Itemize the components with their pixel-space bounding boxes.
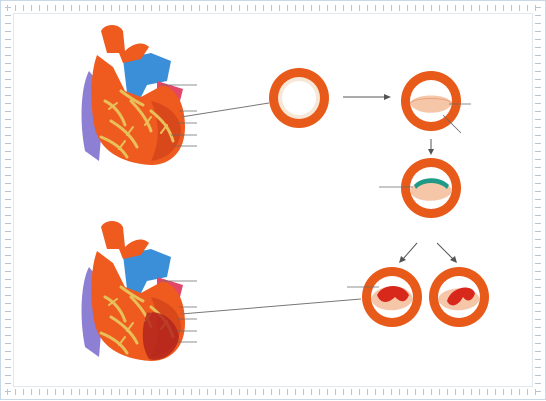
- arrow-down: [428, 139, 434, 155]
- arrow-split-right: [436, 242, 457, 263]
- occluded-artery-section-2: [429, 267, 489, 327]
- arrow-split-left: [399, 242, 418, 263]
- arrow-right: [343, 94, 391, 100]
- ruler-bottom: [7, 389, 539, 395]
- healthy-artery-section: [269, 68, 329, 128]
- connector-line-bottom: [180, 298, 362, 315]
- healthy-heart: [80, 23, 199, 167]
- connector-line-top: [180, 102, 270, 118]
- ruler-right: [535, 7, 541, 393]
- infarct-heart: [80, 219, 199, 363]
- plaque-artery-section: [401, 71, 471, 134]
- ruler-top: [7, 5, 539, 11]
- occluded-artery-section-1: [347, 267, 422, 327]
- ruler-left: [5, 7, 11, 393]
- thrombus-artery-section: [379, 158, 461, 218]
- infarct-region: [142, 312, 179, 360]
